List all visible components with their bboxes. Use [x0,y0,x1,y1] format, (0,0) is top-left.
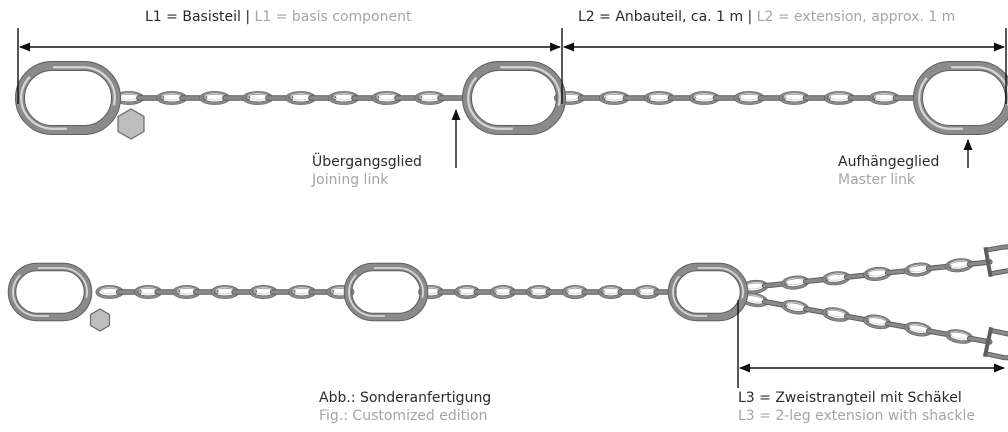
chains-layer [7,61,1008,361]
bottom-chain-segment-2 [418,285,677,299]
joining-link-top [462,61,566,135]
master-link-label-en: Master link [838,172,916,188]
master-link-bottom-left [7,262,93,322]
shackle-lower [982,326,1008,361]
l1-label-en: L1 = basis component [254,9,412,25]
dimension-layer [17,28,1007,388]
l2-label-en: L2 = extension, approx. 1 m [756,9,956,25]
figure-caption-de: Abb.: Sonderanfertigung [319,390,492,406]
joining-link-bottom [343,262,429,322]
top-chain-segment-l2 [553,91,921,105]
l2-label-de: L2 = Anbauteil, ca. 1 m [578,9,744,25]
joining-link-bottom-2 [667,262,749,322]
l3-label-de: L3 = Zweistrangteil mit Schäkel [738,390,962,406]
top-chain-segment-l1 [113,91,466,105]
tag-icon-bottom [89,308,111,332]
bottom-chain-segment-1 [95,285,355,299]
joining-link-label-de: Übergangsglied [312,154,422,170]
bottom-chain-leg-lower [740,292,993,345]
l1-label-de: L1 = Basisteil [145,9,241,25]
l2-separator: | [743,9,757,25]
l1-label: L1 = Basisteil | L1 = basis component [145,9,411,25]
bottom-chain-leg-upper [740,258,993,294]
l2-label: L2 = Anbauteil, ca. 1 m | L2 = extension… [578,9,955,25]
tag-icon [117,108,145,140]
joining-link-label-en: Joining link [312,172,389,188]
shackle-upper [983,244,1008,278]
figure-caption-en: Fig.: Customized edition [319,408,488,424]
l1-separator: | [240,9,255,25]
master-link-top-left [15,61,121,135]
master-link-top-right [913,61,1008,135]
master-link-label-de: Aufhängeglied [838,154,940,170]
l3-label-en: L3 = 2-leg extension with shackle [738,408,976,424]
